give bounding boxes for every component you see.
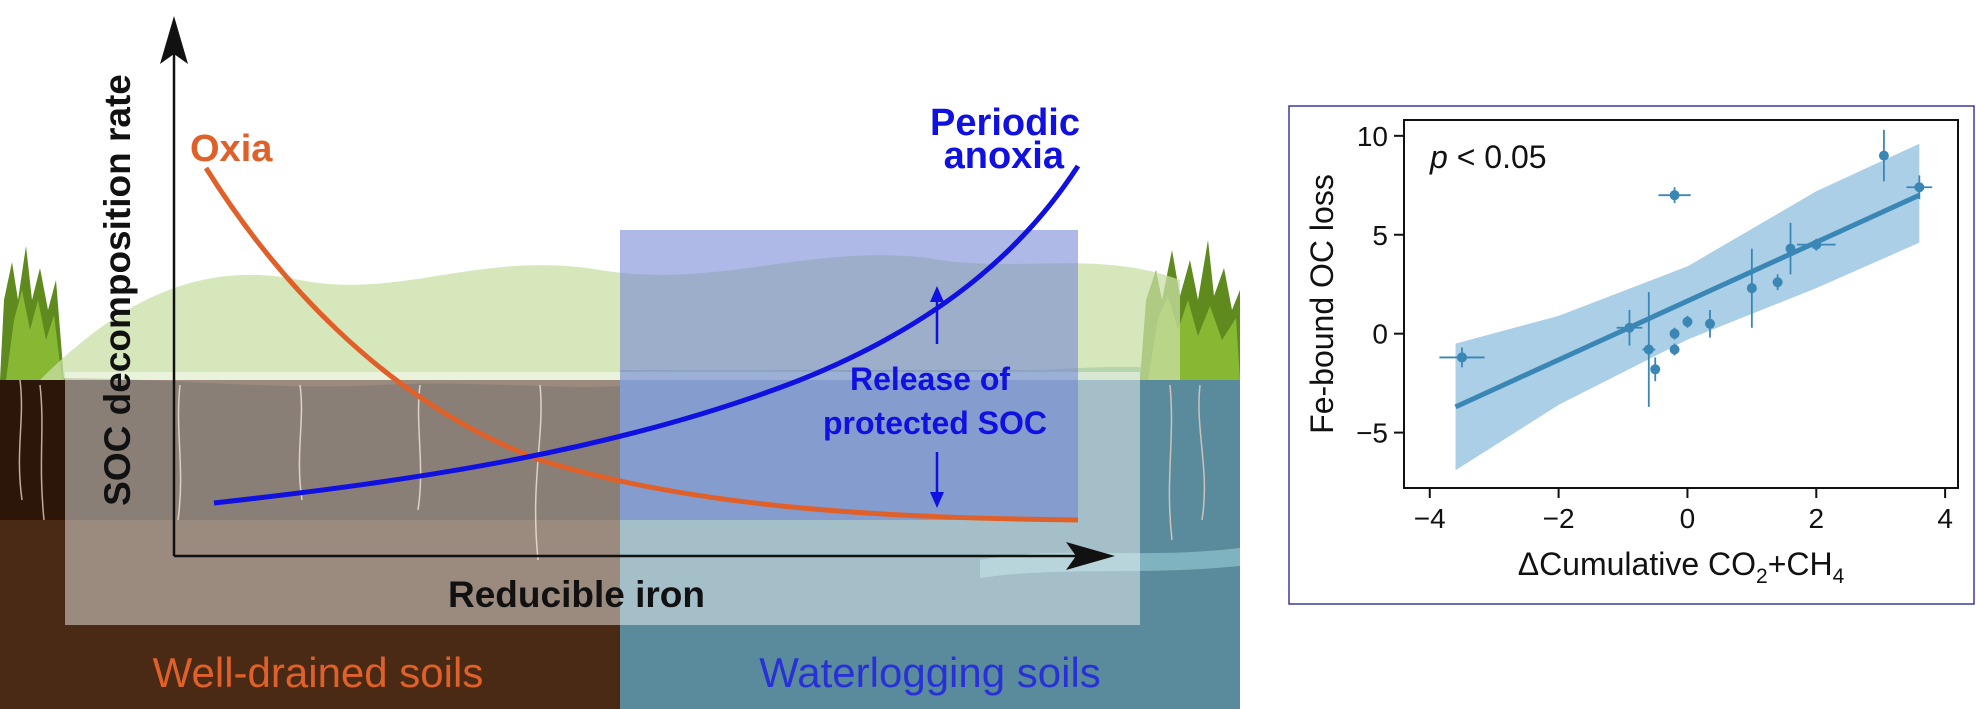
- data-point: [1669, 344, 1680, 355]
- confidence-band: [1455, 143, 1920, 471]
- x-tick-label: −4: [1414, 503, 1446, 534]
- y-axis-label: SOC decomposition rate: [97, 74, 138, 506]
- chart-x-label: ΔCumulative CO2+CH4: [1518, 546, 1845, 588]
- y-tick-label: 5: [1372, 220, 1388, 251]
- data-point: [1746, 283, 1757, 294]
- data-point: [1456, 352, 1467, 363]
- y-tick-label: 10: [1357, 121, 1388, 152]
- data-point: [1624, 322, 1635, 333]
- release-arrowhead-up: [930, 286, 944, 302]
- y-tick-label: 0: [1372, 319, 1388, 350]
- anoxia-label-line1: Periodic: [930, 102, 1080, 144]
- x-tick-label: 0: [1680, 503, 1696, 534]
- oxia-label: Oxia: [190, 128, 273, 170]
- soil-upper-band: [0, 378, 620, 520]
- chart-y-label: Fe-bound OC loss: [1304, 174, 1340, 434]
- data-point: [1811, 239, 1822, 250]
- roots-left: [18, 379, 1206, 561]
- chart-outer-border: [1288, 105, 1975, 605]
- data-point: [1669, 190, 1680, 201]
- x-axis-label: Reducible iron: [448, 574, 705, 615]
- data-point: [1785, 243, 1796, 254]
- data-point: [1643, 344, 1654, 355]
- release-arrowhead-down: [930, 492, 944, 508]
- data-point: [1772, 277, 1783, 288]
- annotation-p: p < 0.05: [1429, 139, 1547, 175]
- data-point: [1682, 316, 1693, 327]
- data-point: [1878, 150, 1889, 161]
- data-point: [1704, 318, 1715, 329]
- data-point: [1669, 328, 1680, 339]
- anoxia-label-line2: anoxia: [944, 135, 1065, 177]
- periodic-anoxia-shade: [620, 230, 1078, 520]
- x-axis-arrowhead: [1066, 542, 1115, 570]
- y-axis-arrowhead: [160, 16, 188, 64]
- release-label-line1: Release of: [850, 361, 1010, 397]
- x-tick-label: 2: [1808, 503, 1824, 534]
- chart-layer: −4 −2 0 2 4 −5 0 5 10: [1356, 121, 1953, 534]
- y-tick-label: −5: [1356, 418, 1388, 449]
- periodic-anoxia-curve: [213, 164, 1081, 506]
- data-point: [1650, 364, 1661, 375]
- soil-right-label: Waterlogging soils: [759, 649, 1101, 696]
- release-label-line2: protected SOC: [823, 405, 1047, 441]
- fit-line: [1454, 192, 1921, 410]
- oxia-curve: [203, 166, 1079, 523]
- x-tick-label: −2: [1543, 503, 1575, 534]
- data-point: [1914, 182, 1925, 193]
- soil-left-label: Well-drained soils: [153, 649, 484, 696]
- x-tick-label: 4: [1937, 503, 1953, 534]
